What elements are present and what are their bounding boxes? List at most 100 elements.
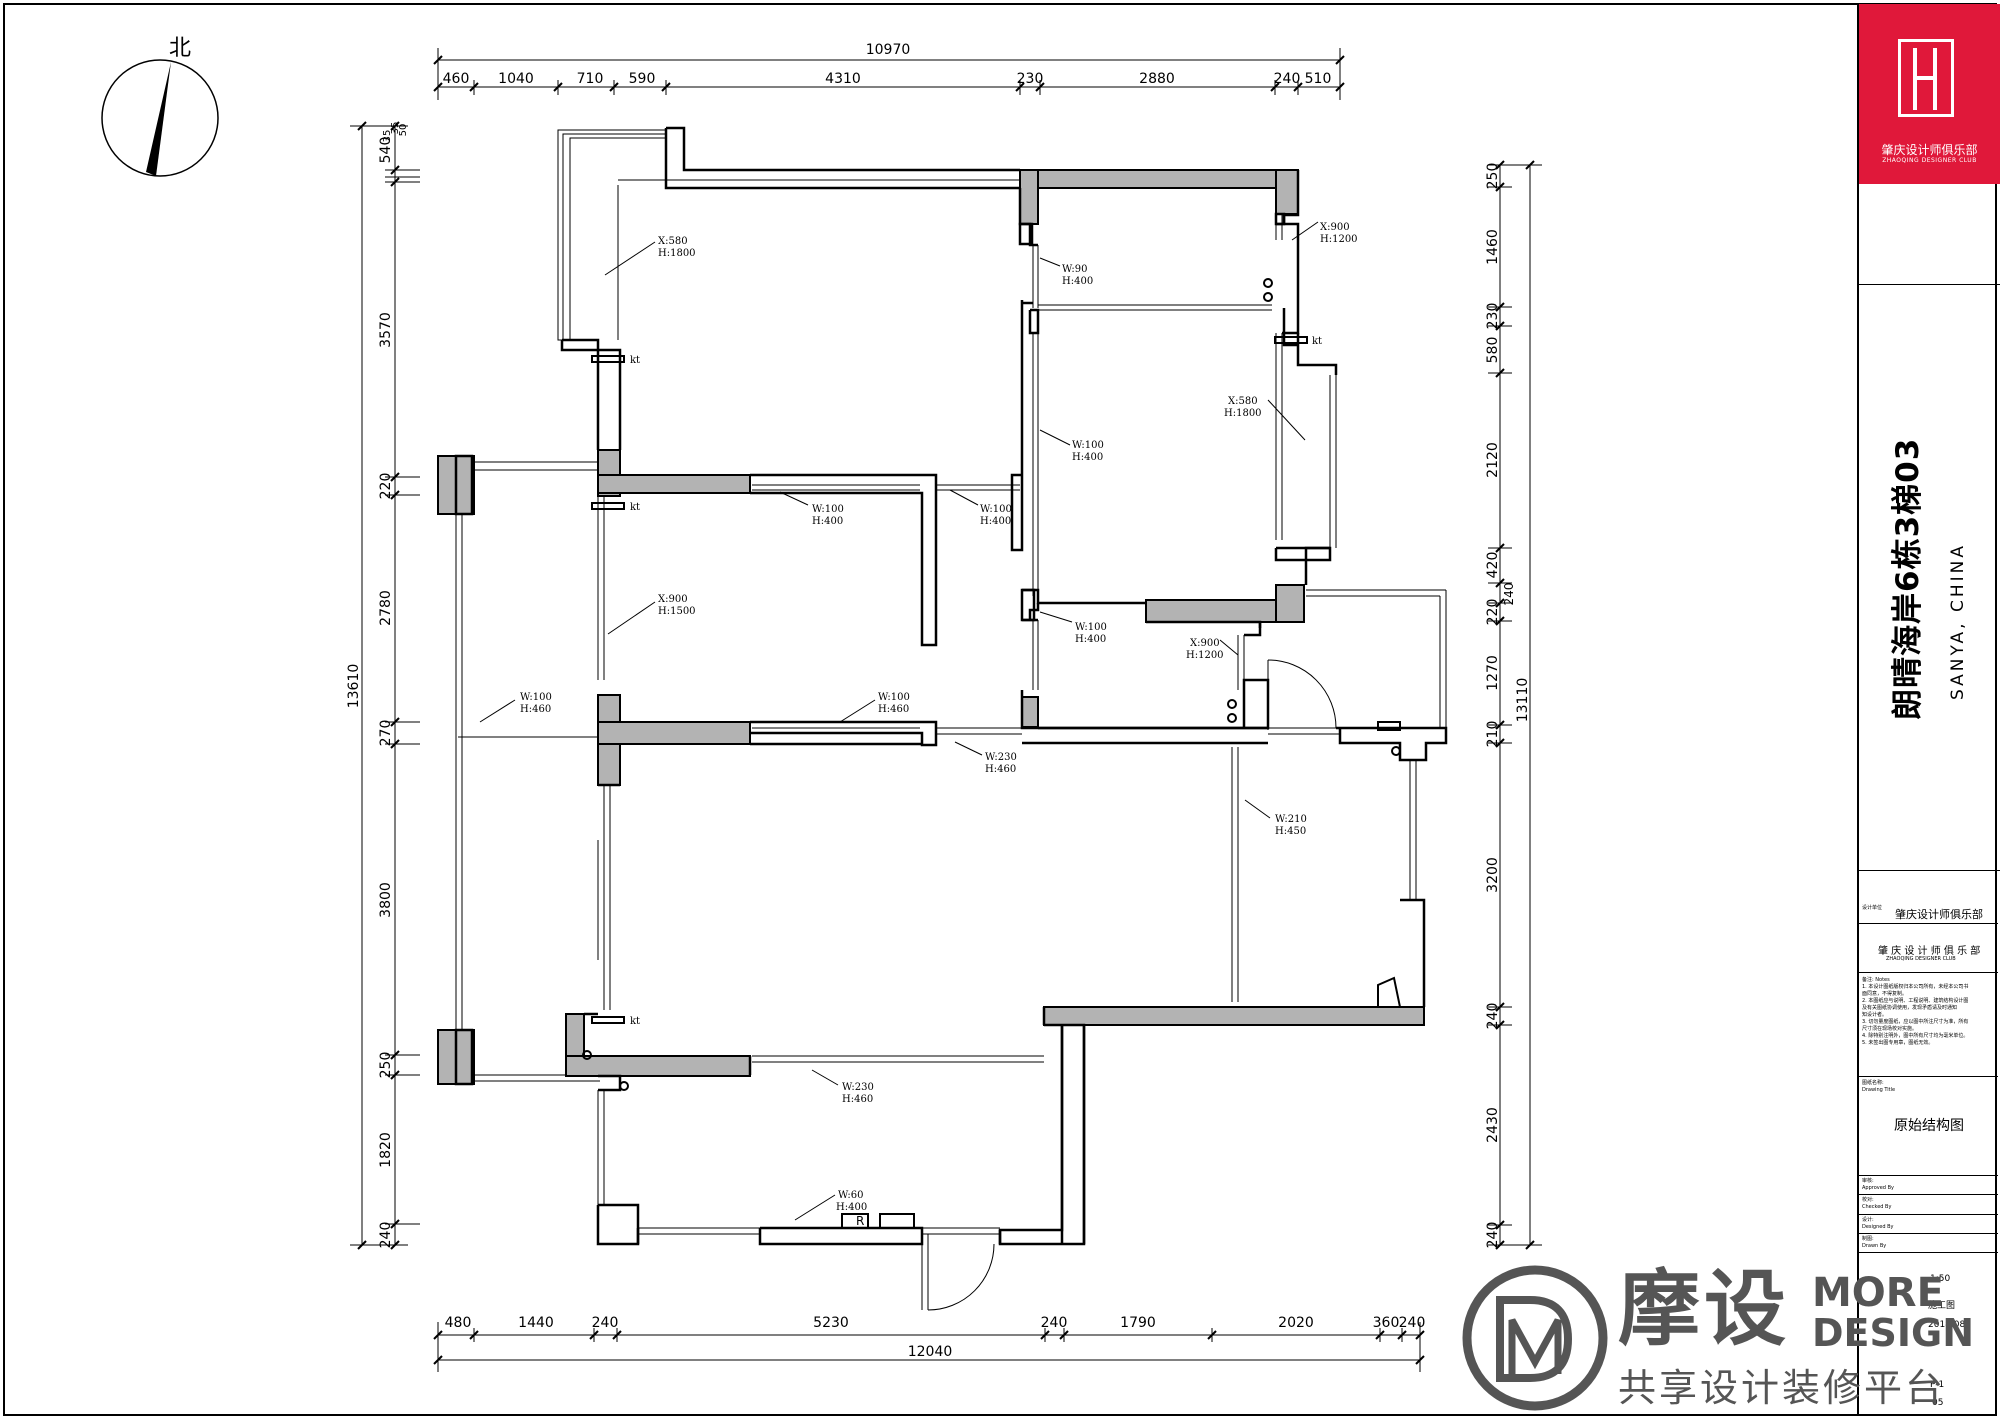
thin-lines (455, 129, 1447, 1311)
meter-box (1377, 721, 1401, 731)
annotation-l2: H:1500 (658, 606, 696, 617)
annotation-l1: W:230 (842, 1082, 874, 1093)
brand-mark-icon (1898, 39, 1954, 117)
right-dim: 240 (1502, 583, 1516, 606)
right-dimension-chain (1488, 160, 1542, 1250)
top-dimension-labels: 10970 460 1040 710 590 4310 230 2880 240… (443, 42, 1332, 87)
top-dim: 590 (629, 71, 656, 87)
annotation-leaders (479, 221, 1319, 1221)
annotation-texts: X:580 H:1800 X:900 H:1200 W:90 H:400 X:5… (520, 222, 1358, 1228)
right-dim: 3200 (1485, 857, 1501, 893)
annotation-l1: W:230 (985, 752, 1017, 763)
annotation-l2: H:1800 (658, 248, 696, 259)
logo-en: ZHAOQING DESIGNER CLUB (1882, 157, 1977, 164)
kt-label: kt (630, 1016, 640, 1027)
notes-title: 备注: Notes (1862, 977, 1890, 983)
designed-label: 设计: (1862, 1217, 1874, 1223)
top-dim: 2880 (1139, 71, 1175, 87)
left-dimension-labels: 13610 540 35 35 50 3570 220 2780 270 380… (346, 122, 409, 1249)
annotation-l2: H:400 (1062, 276, 1093, 287)
bottom-dim: 240 (1399, 1315, 1426, 1331)
annotation-l2: H:1800 (1224, 408, 1262, 419)
watermark-en2: DESIGN (1812, 1311, 1975, 1355)
annotation-l2: H:460 (985, 764, 1016, 775)
left-dim: 240 (378, 1222, 394, 1249)
bottom-dim: 360 (1373, 1315, 1400, 1331)
bottom-dim: 2020 (1278, 1315, 1314, 1331)
top-dim: 510 (1305, 71, 1332, 87)
top-dim: 1040 (498, 71, 534, 87)
right-dim: 2120 (1485, 442, 1501, 478)
drawing-title: 原始结构图 (1894, 1118, 1964, 1134)
drawn-label: 制图: (1862, 1236, 1874, 1242)
left-dim: 1820 (378, 1132, 394, 1168)
right-dim: 2430 (1485, 1107, 1501, 1143)
right-dim: 420 (1485, 552, 1501, 579)
top-dim: 4310 (825, 71, 861, 87)
left-dim: 540 (378, 137, 394, 164)
corner-fixture (1377, 976, 1402, 1008)
note-line: 4. 除特别注明外，图中所有尺寸均为毫米单位。 (1862, 1033, 1969, 1039)
page-a: P-1 (1930, 1380, 1945, 1390)
top-dim: 460 (443, 71, 470, 87)
note-line: 及有关图纸协调使用，发现矛盾请及时通知 (1862, 1005, 1958, 1011)
structural-columns (437, 169, 1425, 1085)
column (1019, 169, 1039, 225)
ac-bracket (591, 355, 625, 363)
divider (1859, 284, 2000, 285)
divider (1859, 870, 2000, 871)
annotation-l1: X:900 (1320, 222, 1350, 233)
designer-unit: 肇庆设计师俱乐部 (1895, 908, 1983, 921)
fixture (841, 1213, 869, 1229)
bottom-dim: 240 (592, 1315, 619, 1331)
watermark-logo-icon (1462, 1265, 1608, 1411)
bottom-dimension-labels: 480 1440 240 5230 240 1790 2020 360 240 … (445, 1315, 1426, 1360)
annotation-l1: X:580 (658, 236, 688, 247)
notes-section: 备注: Notes 1. 本设计图纸版权归本公司所有，未经本公司书 面同意，不得… (1862, 977, 1994, 1047)
left-dim: 270 (378, 720, 394, 747)
pipe-circle (582, 1050, 592, 1060)
top-dim: 710 (577, 71, 604, 87)
pipe-circle (1263, 278, 1273, 288)
right-dimension-labels: 13110 250 1460 230 580 2120 420 240 220 … (1485, 163, 1531, 1249)
designer-unit-label: 设计单位 (1862, 905, 1883, 911)
ac-bracket (1274, 336, 1308, 344)
annotation-l2: H:450 (1275, 826, 1306, 837)
note-line: 尺寸须在现场校对实施。 (1862, 1026, 1918, 1032)
left-dim: 50 (398, 124, 409, 137)
annotation-l1: X:900 (658, 594, 688, 605)
divider (1859, 1175, 1998, 1176)
top-dim: 240 (1274, 71, 1301, 87)
column (1019, 169, 1299, 189)
left-dimension-chain (350, 121, 420, 1250)
pipe-circle (1227, 699, 1237, 709)
fixture (879, 1213, 915, 1229)
watermark: 摩设 MORE DESIGN 共享设计装修平台 (1450, 1262, 2000, 1419)
annotation-l1: W:100 (980, 504, 1012, 515)
club-cn: 肇 庆 设 计 师 俱 乐 部 (1878, 946, 1981, 957)
top-dim: 230 (1017, 71, 1044, 87)
right-dim: 240 (1485, 1003, 1501, 1030)
column (565, 1055, 751, 1077)
right-dim: 250 (1485, 163, 1501, 190)
annotation-l1: W:100 (1075, 622, 1107, 633)
annotation-l1: X:900 (1190, 638, 1220, 649)
r-label: R (856, 1214, 864, 1228)
bottom-dim: 240 (1041, 1315, 1068, 1331)
bottom-total-dim: 12040 (908, 1344, 953, 1360)
right-dim: 1270 (1485, 655, 1501, 691)
divider (1859, 1076, 1998, 1077)
left-dim: 250 (378, 1052, 394, 1079)
note-line: 知设计者。 (1862, 1012, 1888, 1018)
annotation-l2: H:400 (980, 516, 1011, 527)
pipe-circle (619, 1081, 629, 1091)
designed-en: Designed By (1862, 1224, 1894, 1230)
logo-cn: 肇庆设计师俱乐部 (1881, 143, 1978, 157)
fixtures (582, 278, 1402, 1229)
note-line: 2. 本图纸应与说明、工程说明、建筑结构设计图 (1862, 998, 1969, 1004)
annotation-l2: H:460 (878, 704, 909, 715)
left-dim: 35 (382, 130, 393, 143)
annotation-l1: W:100 (812, 504, 844, 515)
annotation-l2: H:460 (520, 704, 551, 715)
